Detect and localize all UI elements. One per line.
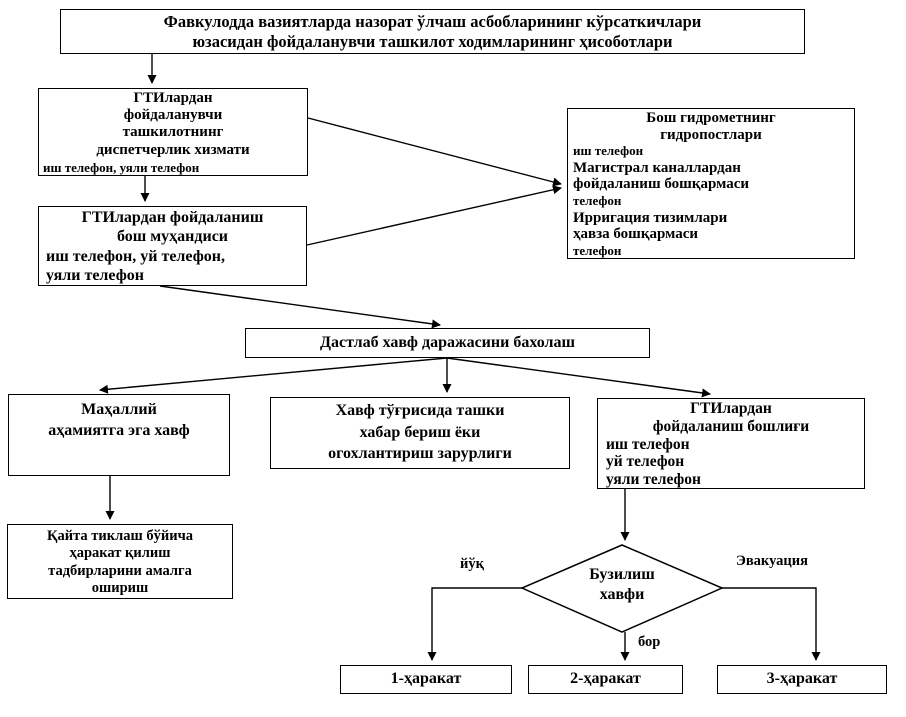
phone-line: уй телефон [606, 453, 685, 471]
text-line: Дастлаб хавф даражасини бахолаш [320, 334, 575, 351]
text-line: фойдаланувчи [123, 107, 223, 124]
phone-line: иш телефон [606, 435, 690, 453]
phone-line: телефон [573, 192, 622, 208]
text-line: ГТИлардан [690, 400, 772, 417]
phone-line: иш телефон [573, 143, 644, 159]
text-line: ГТИлардан [133, 90, 213, 106]
text-line: Маҳаллий [81, 401, 157, 418]
text-line: Ирригация тизимлари [573, 209, 728, 226]
edge-engineer-to-hydromet [306, 185, 562, 246]
text-line: ташкилотнинг [122, 124, 224, 141]
phone-line: иш телефон, уяли телефон [43, 159, 200, 175]
node-reports: Фавкулодда вазиятларда назорат ўлчаш асб… [60, 9, 805, 54]
text-line: ҳавза бошқармаси [573, 226, 699, 243]
node-action-2: 2-ҳаракат [528, 665, 683, 694]
edge-label-present: бор [638, 634, 661, 650]
phone-line: телефон [573, 242, 622, 258]
node-dispatcher-service: ГТИлардан фойдаланувчи ташкилотнинг дисп… [38, 88, 308, 176]
text-line: диспетчерлик хизмати [96, 141, 250, 158]
node-operations-chief: ГТИлардан фойдаланиш бошлиғи иш телефон … [597, 398, 865, 489]
node-risk-assessment: Дастлаб хавф даражасини бахолаш [245, 328, 650, 358]
text-line: 2-ҳаракат [570, 670, 641, 687]
edge-label-evacuation: Эвакуация [736, 553, 808, 569]
node-hydromet-posts: Бош гидрометнинг гидропостлари иш телефо… [567, 108, 855, 259]
text-line: Хавф тўғрисида ташки [335, 402, 505, 419]
text-line: бош муҳандиси [116, 228, 229, 246]
text-line: хавфи [599, 585, 645, 603]
edge-dispatcher-to-hydromet [307, 117, 562, 187]
phone-line: уяли телефон [46, 266, 144, 284]
node-local-risk: Маҳаллий аҳамиятга эга хавф [8, 394, 230, 476]
text-line: фойдаланиш бошқармаси [573, 176, 749, 193]
text-line: ошириш [91, 580, 149, 597]
text-line: Қайта тиклаш бўйича [46, 528, 193, 544]
decision-diamond [520, 544, 724, 633]
decision-failure-risk-label: Бузилиш хавфи [540, 565, 704, 604]
text-line: юзасидан фойдаланувчи ташкилот ходимлари… [192, 32, 673, 51]
edge-decision-evacuation-to-action3 [722, 587, 821, 661]
node-external-warning: Хавф тўғрисида ташки хабар бериш ёки ого… [270, 397, 570, 469]
text-line: Бузилиш [589, 566, 655, 583]
phone-line: уяли телефон [606, 471, 701, 489]
text-line: гидропостлари [660, 126, 762, 143]
text-line: хабар бериш ёки [359, 423, 481, 441]
text-line: тадбирларини амалга [48, 562, 192, 579]
node-chief-engineer: ГТИлардан фойдаланиш бош муҳандиси иш те… [38, 206, 307, 286]
text-line: Магистрал каналлардан [573, 159, 741, 176]
text-line: аҳамиятга эга хавф [48, 422, 190, 439]
text-line: Бош гидрометнинг [646, 110, 776, 126]
edge-label-no: йўқ [460, 556, 484, 572]
edge-assessment-to-local [99, 357, 448, 394]
text-line: огохлантириш зарурлиги [328, 445, 512, 462]
text-line: 3-ҳаракат [766, 670, 838, 687]
phone-line: иш телефон, уй телефон, [46, 247, 225, 265]
text-line: ГТИлардан фойдаланиш [81, 209, 264, 226]
edge-engineer-to-assessment [159, 285, 441, 329]
text-line: 1-ҳаракат [390, 670, 462, 687]
node-action-3: 3-ҳаракат [717, 665, 887, 694]
text-line: ҳаракат қилиш [69, 545, 171, 562]
node-action-1: 1-ҳаракат [340, 665, 512, 694]
edge-decision-no-to-action1 [427, 587, 522, 661]
text-line: Фавкулодда вазиятларда назорат ўлчаш асб… [163, 12, 702, 31]
edge-assessment-to-chief [446, 357, 711, 398]
node-restoration-actions: Қайта тиклаш бўйича ҳаракат қилиш тадбир… [7, 524, 233, 599]
text-line: фойдаланиш бошлиғи [652, 417, 810, 435]
